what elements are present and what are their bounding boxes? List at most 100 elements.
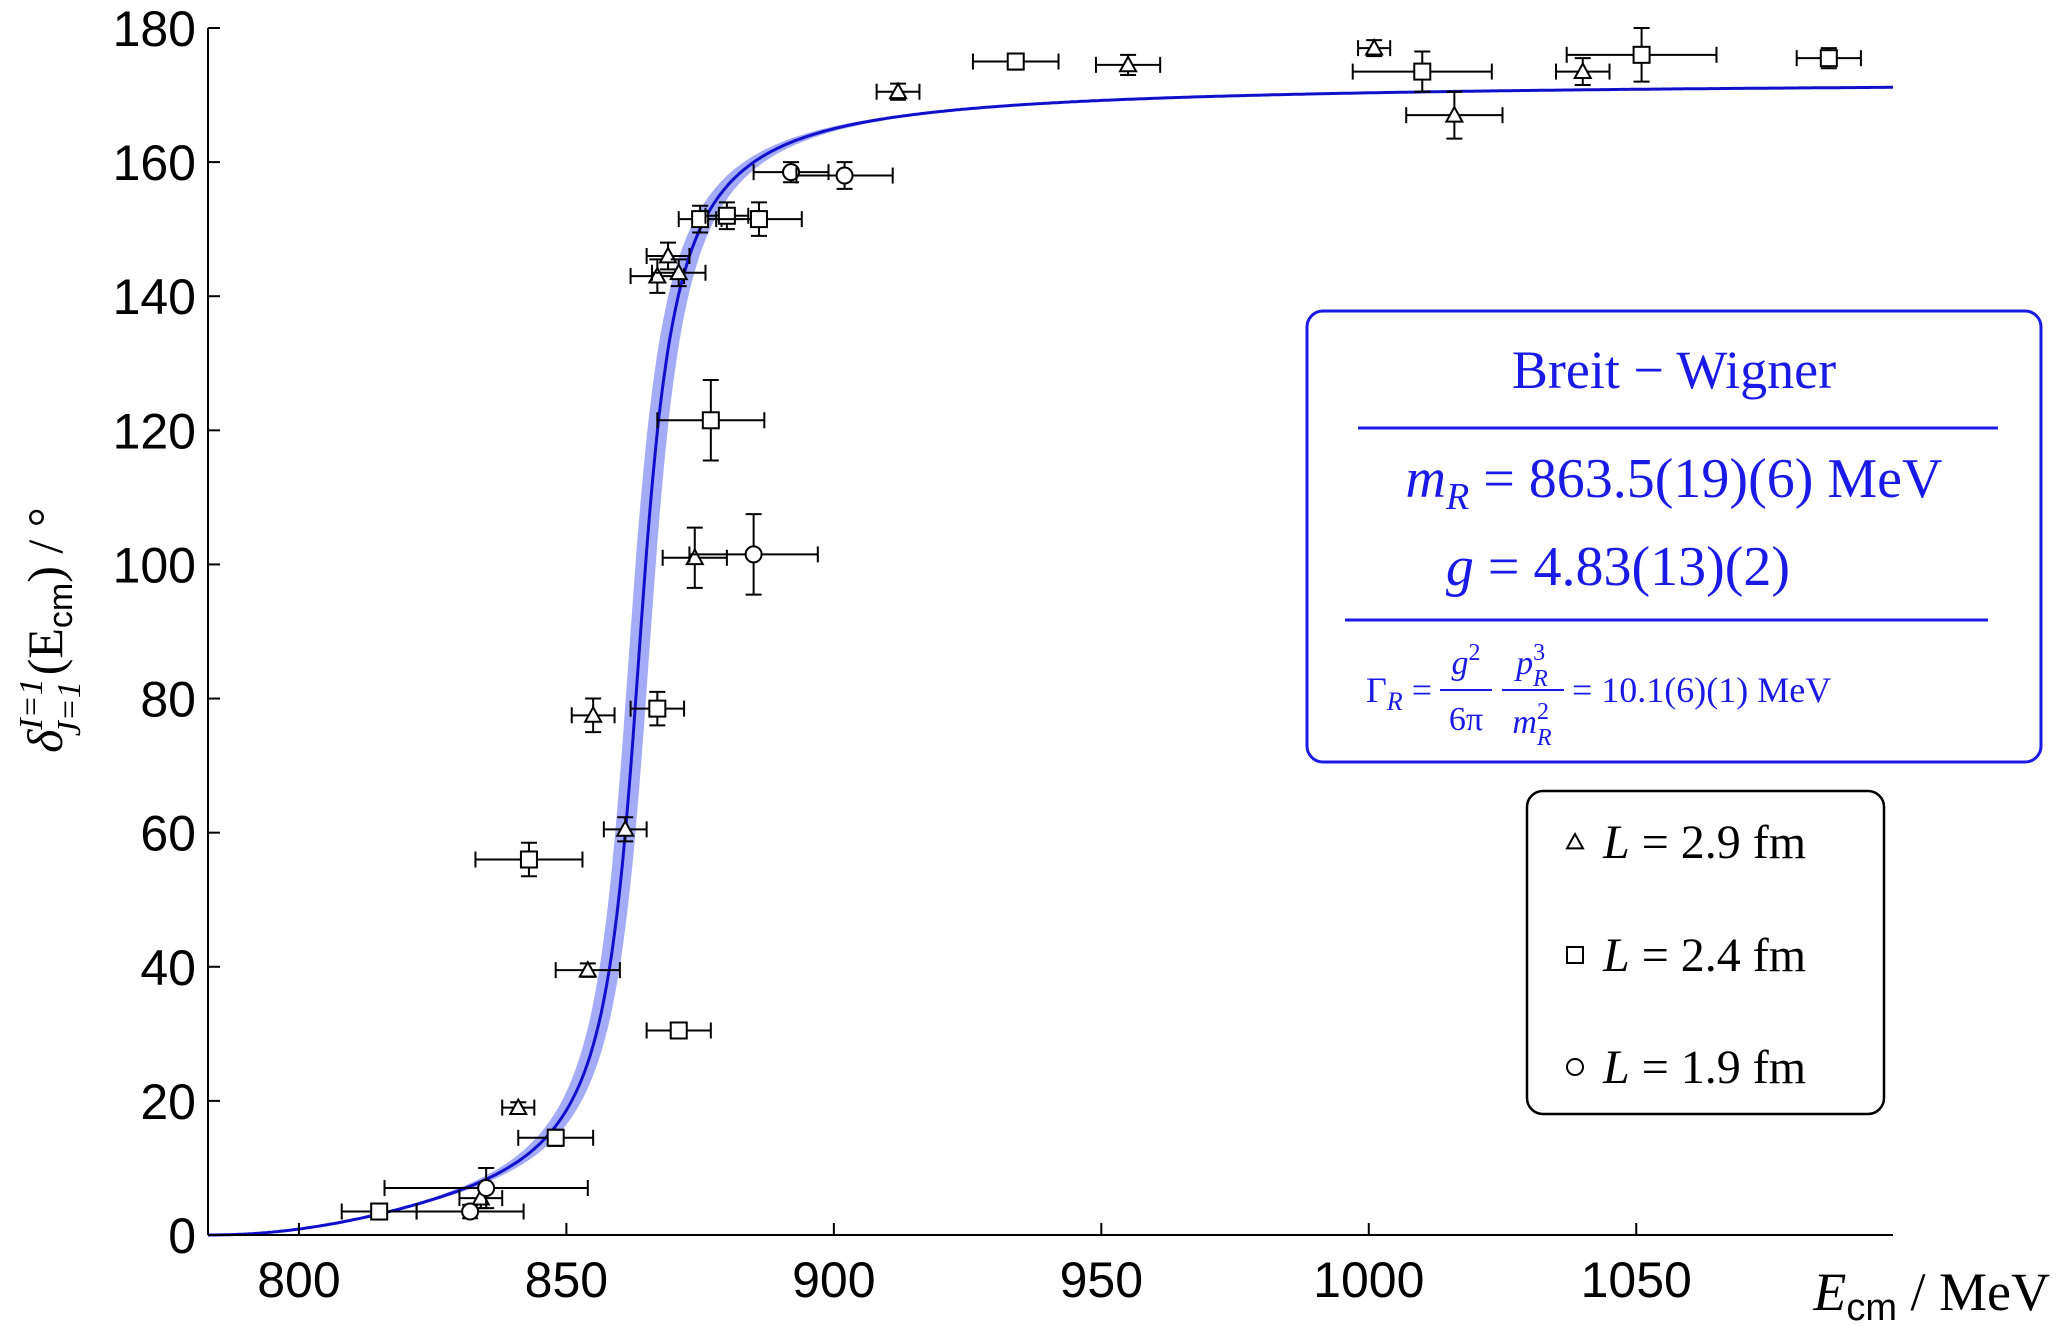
y-tick-label: 140 bbox=[113, 269, 196, 325]
y-tick-label: 180 bbox=[113, 1, 196, 57]
y-tick-label: 0 bbox=[168, 1208, 196, 1264]
data-point bbox=[704, 201, 750, 231]
svg-text:m2R: m2R bbox=[1512, 699, 1552, 751]
circle-marker bbox=[1566, 1058, 1584, 1076]
y-tick-label: 120 bbox=[113, 403, 196, 459]
data-point bbox=[688, 513, 819, 596]
triangle-marker bbox=[1364, 38, 1384, 56]
svg-text:= 10.1(6)(1) MeV: = 10.1(6)(1) MeV bbox=[1572, 670, 1831, 710]
svg-text:ΓR =: ΓR = bbox=[1366, 670, 1432, 716]
square-marker bbox=[669, 1021, 688, 1040]
data-point bbox=[1351, 50, 1493, 93]
triangle-marker bbox=[647, 266, 668, 284]
circle-marker bbox=[744, 545, 763, 564]
data-point bbox=[340, 1202, 418, 1221]
svg-text:6π: 6π bbox=[1449, 701, 1483, 738]
legend-entries: L = 2.9 fm L = 2.4 fm L = 1.9 fm bbox=[1565, 816, 1806, 1094]
fit-box-mass: mR = 863.5(19)(6) MeV bbox=[1406, 448, 1943, 518]
triangle-marker bbox=[888, 81, 908, 100]
legend-entry: L = 2.9 fm bbox=[1565, 816, 1806, 869]
data-point bbox=[661, 526, 728, 589]
square-marker bbox=[1413, 62, 1432, 81]
x-tick-label: 850 bbox=[525, 1252, 608, 1308]
fit-layer bbox=[208, 85, 1893, 1237]
y-tick-label: 60 bbox=[140, 806, 196, 862]
data-point bbox=[570, 697, 616, 734]
fit-box-title: Breit − Wigner bbox=[1512, 340, 1836, 400]
square-marker bbox=[691, 210, 710, 229]
svg-text:p3R: p3R bbox=[1514, 640, 1548, 692]
y-tick-label: 160 bbox=[113, 135, 196, 191]
triangle-marker bbox=[471, 1188, 491, 1206]
data-point bbox=[1795, 47, 1862, 70]
legend-frame bbox=[1525, 789, 1886, 1116]
triangle-marker bbox=[1573, 61, 1593, 79]
data-point bbox=[602, 816, 648, 843]
data-point bbox=[645, 241, 691, 271]
x-tick-label: 950 bbox=[1060, 1252, 1143, 1308]
data-points bbox=[340, 27, 1862, 1221]
square-marker bbox=[546, 1128, 565, 1147]
x-tick-label: 1050 bbox=[1581, 1252, 1692, 1308]
x-ticks: 800 850 900 950 1000 1050 bbox=[257, 1223, 1692, 1308]
data-point bbox=[517, 1128, 595, 1147]
circle-marker bbox=[782, 163, 801, 182]
y-tick-label: 100 bbox=[113, 537, 196, 593]
fit-parameters-box: Breit − Wigner mR = 863.5(19)(6) MeV g =… bbox=[1305, 309, 2043, 764]
square-marker bbox=[370, 1202, 389, 1221]
x-axis-label: Ecm / MeV bbox=[1812, 1262, 2050, 1326]
svg-text:g2: g2 bbox=[1452, 640, 1481, 682]
data-point bbox=[1094, 53, 1162, 76]
triangle-marker bbox=[508, 1097, 528, 1115]
square-marker bbox=[701, 411, 720, 430]
data-point bbox=[1405, 90, 1504, 140]
triangle-marker bbox=[669, 262, 689, 281]
legend-entry: L = 2.4 fm bbox=[1566, 929, 1806, 982]
triangle-marker bbox=[583, 705, 603, 723]
x-tick-label: 1000 bbox=[1313, 1252, 1424, 1308]
triangle-marker bbox=[1118, 54, 1138, 73]
square-marker bbox=[1566, 946, 1584, 964]
fit-box-frame bbox=[1305, 309, 2043, 764]
x-tick-label: 900 bbox=[792, 1252, 875, 1308]
triangle-marker bbox=[1565, 831, 1585, 850]
square-marker bbox=[1006, 52, 1025, 71]
y-tick-label: 40 bbox=[140, 940, 196, 996]
circle-marker bbox=[461, 1202, 480, 1221]
square-marker bbox=[519, 850, 538, 869]
square-marker bbox=[749, 210, 768, 229]
square-marker bbox=[1632, 45, 1651, 64]
circle-marker bbox=[477, 1179, 496, 1198]
data-point bbox=[875, 81, 921, 101]
square-marker bbox=[648, 699, 667, 718]
fit-box-coupling: g = 4.83(13)(2) bbox=[1446, 536, 1790, 598]
y-tick-label: 20 bbox=[140, 1074, 196, 1130]
data-point bbox=[1357, 38, 1392, 58]
data-point bbox=[383, 1166, 589, 1210]
legend-entry: L = 1.9 fm bbox=[1566, 1041, 1806, 1094]
legend-label: L = 2.9 fm bbox=[1602, 816, 1806, 869]
circle-marker bbox=[835, 166, 854, 185]
data-point bbox=[1555, 57, 1611, 86]
data-point bbox=[795, 161, 894, 190]
data-point bbox=[501, 1097, 536, 1116]
legend-label: L = 2.4 fm bbox=[1602, 929, 1806, 982]
x-tick-label: 800 bbox=[257, 1252, 340, 1308]
triangle-marker bbox=[685, 547, 705, 566]
triangle-marker bbox=[615, 819, 635, 837]
data-point bbox=[752, 161, 830, 184]
data-point bbox=[677, 204, 723, 234]
square-marker bbox=[717, 206, 736, 225]
data-point bbox=[971, 52, 1060, 71]
data-point bbox=[474, 841, 584, 878]
data-point bbox=[650, 258, 707, 288]
data-point bbox=[1565, 27, 1718, 83]
data-point bbox=[715, 201, 803, 237]
square-marker bbox=[1819, 49, 1838, 68]
y-axis-label: δI=1J=1(Ecm) / ° bbox=[13, 507, 88, 753]
data-point bbox=[629, 690, 686, 727]
